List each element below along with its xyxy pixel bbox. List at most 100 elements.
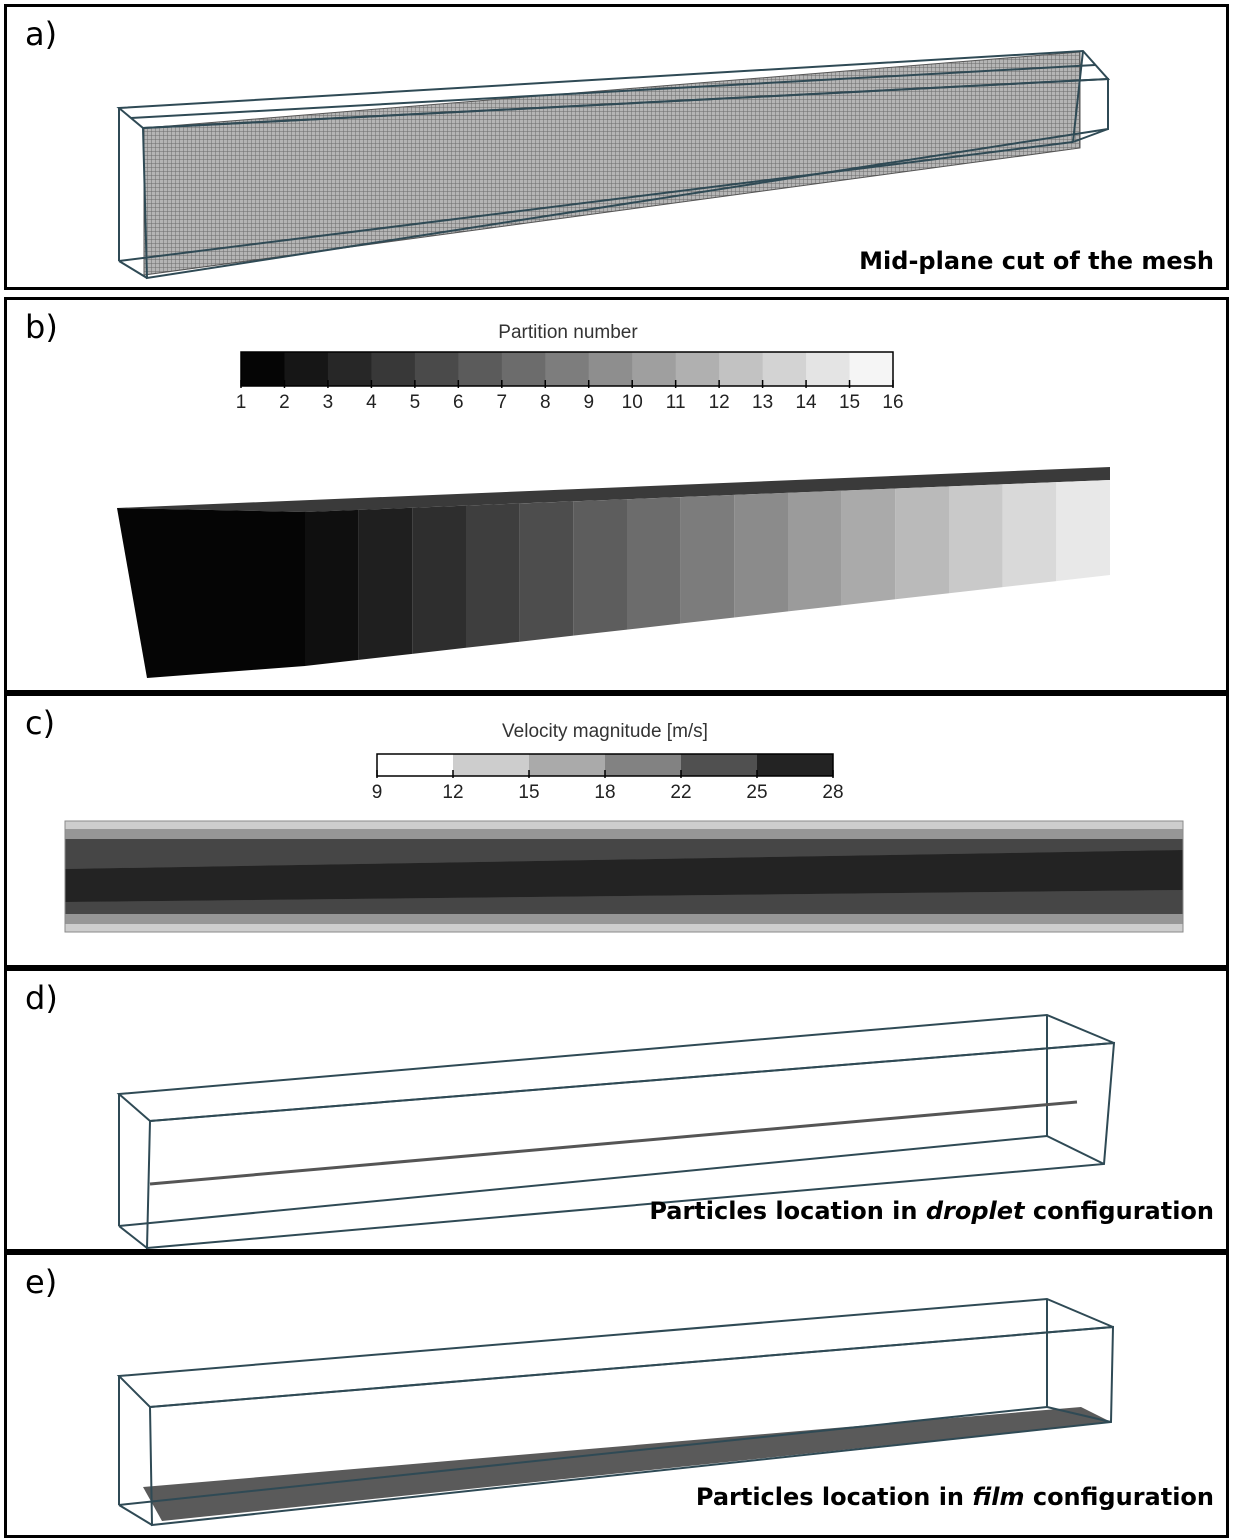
duct-partition-segment	[841, 488, 896, 606]
colorbar-title-c: Velocity magnitude [m/s]	[502, 721, 708, 742]
colorbar-b-segment	[806, 352, 851, 386]
colorbar-title-b: Partition number	[498, 322, 638, 343]
panel-e: e) Particles location in film configurat…	[4, 1252, 1229, 1538]
duct-wireframe	[116, 49, 1111, 280]
duct-partition-segment	[519, 501, 574, 642]
colorbar-c-tick-label: 12	[442, 782, 463, 803]
colorbar-b-tick-label: 13	[752, 392, 773, 413]
duct-wireframe-d	[116, 1013, 1116, 1249]
colorbar-c-tick-label: 22	[670, 782, 691, 803]
duct-partition-segment	[734, 492, 788, 618]
colorbar-b-tick-label: 7	[497, 392, 508, 413]
colorbar-b-tick-label: 1	[236, 392, 247, 413]
colorbar-c-tick-label: 15	[518, 782, 539, 803]
colorbar-b-segment	[719, 352, 764, 386]
panel-label-d: d)	[25, 979, 58, 1017]
caption-d-post: configuration	[1024, 1197, 1214, 1225]
colorbar-c-tick-label: 25	[746, 782, 767, 803]
colorbar-b-segment	[241, 352, 285, 386]
colorbar-b-tick-label: 3	[323, 392, 334, 413]
colorbar-c-tick-label: 18	[594, 782, 615, 803]
colorbar-b-segment	[414, 352, 459, 386]
velocity-band-upper	[65, 839, 1183, 869]
panel-d: d) Particles location in droplet configu…	[4, 968, 1229, 1252]
caption-e-post: configuration	[1024, 1483, 1214, 1511]
velocity-band	[65, 821, 1183, 829]
film-diagram	[116, 1297, 1115, 1527]
caption-e-pre: Particles location in	[695, 1483, 973, 1511]
colorbar-b-tick-label: 5	[410, 392, 421, 413]
colorbar-b-tick-label: 10	[622, 392, 643, 413]
colorbar-b-tick-label: 16	[882, 392, 903, 413]
colorbar-b-segment	[501, 352, 546, 386]
caption-d: Particles location in droplet configurat…	[649, 1197, 1214, 1225]
colorbar-b-tick-label: 14	[795, 392, 817, 413]
velocity-strip-outline	[64, 820, 1184, 933]
panel-label-c: c)	[25, 704, 56, 742]
colorbar-b-tick-label: 12	[709, 392, 730, 413]
colorbar-b-tick-label: 4	[366, 392, 377, 413]
colorbar-b-segment	[675, 352, 720, 386]
colorbar-b-tick-label: 9	[583, 392, 594, 413]
colorbar-b-segment	[588, 352, 633, 386]
caption-e: Particles location in film configuration	[696, 1483, 1214, 1511]
colorbar-c-segment	[377, 754, 454, 776]
colorbar-c-tick-label: 28	[822, 782, 843, 803]
colorbar-c-segment	[605, 754, 682, 776]
duct-partition-segment	[627, 497, 681, 630]
duct-partition-segment	[680, 494, 735, 624]
colorbar-b-segment	[632, 352, 677, 386]
duct-partition-segment	[358, 507, 413, 660]
duct-partition-segment	[466, 503, 520, 648]
duct-partition-segment	[412, 505, 466, 654]
duct-partition-segment	[573, 499, 627, 636]
colorbar-b-tick-label: 11	[666, 392, 686, 413]
colorbar-b-segment	[458, 352, 503, 386]
panel-label-e: e)	[25, 1263, 58, 1301]
droplet-particles	[149, 1100, 1078, 1186]
panel-label-b: b)	[25, 308, 58, 346]
velocity-band	[65, 924, 1183, 932]
velocity-band-lower	[65, 890, 1183, 914]
colorbar-b-frame	[240, 351, 894, 387]
colorbar-b-segment	[327, 352, 372, 386]
colorbar-b-segment	[371, 352, 416, 386]
mesh-plane	[143, 51, 1081, 276]
colorbar-c-segment	[681, 754, 758, 776]
mesh-midplane-diagram	[116, 49, 1111, 280]
colorbar-c-segment	[757, 754, 834, 776]
duct-top-face	[117, 467, 1110, 512]
caption-e-em: film	[972, 1483, 1025, 1511]
caption-d-pre: Particles location in	[649, 1197, 926, 1225]
duct-partition-segment	[895, 486, 949, 600]
colorbar-b-tick-label: 6	[453, 392, 464, 413]
duct-partition-segment	[305, 509, 359, 666]
duct-partition-segment	[788, 490, 842, 612]
colorbar-c-segment	[529, 754, 606, 776]
colorbar-b-segment	[545, 352, 590, 386]
duct-wireframe-e	[116, 1297, 1115, 1527]
panel-a: a) Mid-plane cut of the mesh	[4, 4, 1229, 290]
velocity-core	[65, 850, 1183, 902]
duct-front-face	[117, 508, 305, 678]
panel-label-a: a)	[25, 15, 58, 53]
velocity-band	[65, 829, 1183, 839]
colorbar-b-tick-label: 2	[279, 392, 290, 413]
duct-partition-segment	[1056, 480, 1110, 582]
film-particles	[143, 1407, 1111, 1521]
colorbar-b-segment	[849, 352, 894, 386]
colorbar-b-segment	[284, 352, 329, 386]
caption-d-em: droplet	[925, 1197, 1025, 1225]
velocity-band	[65, 914, 1183, 924]
droplet-diagram	[116, 1013, 1116, 1249]
colorbar-c-segment	[453, 754, 530, 776]
caption-a: Mid-plane cut of the mesh	[859, 247, 1214, 275]
duct-partition-segment	[1002, 482, 1057, 588]
colorbar-b-tick-label: 15	[839, 392, 860, 413]
duct-partition-segment	[949, 484, 1003, 594]
colorbar-b-segment	[762, 352, 807, 386]
